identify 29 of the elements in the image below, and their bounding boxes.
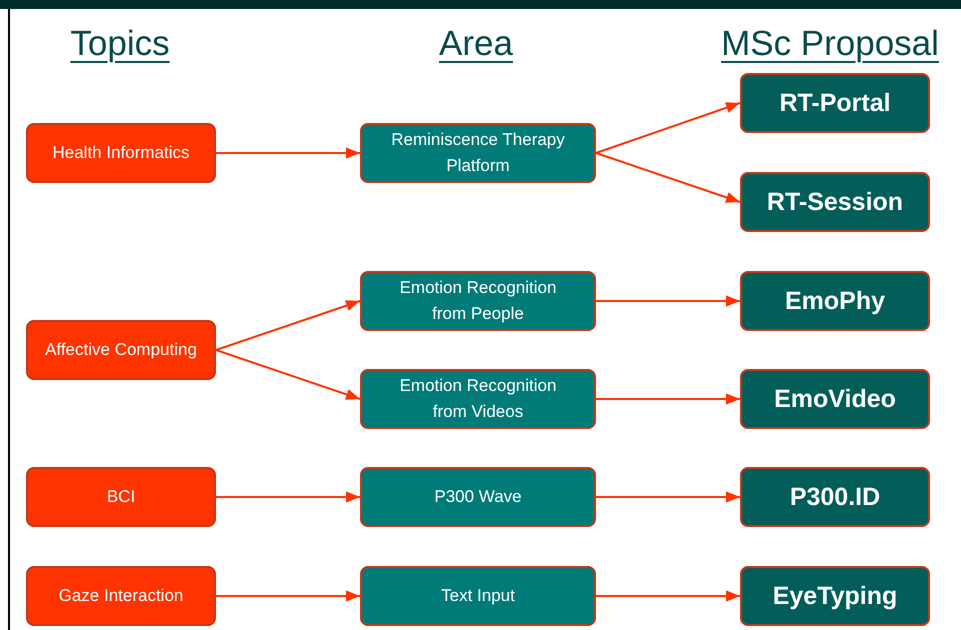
column-heading: MSc Proposal <box>721 23 939 65</box>
column-heading: Topics <box>70 23 170 65</box>
area-box: Emotion Recognition from People <box>360 271 596 331</box>
proposal-box: RT-Session <box>740 172 930 232</box>
topic-box: Affective Computing <box>26 320 216 380</box>
arrow <box>216 491 360 503</box>
area-box: Reminiscence Therapy Platform <box>360 123 596 183</box>
proposal-box: EyeTyping <box>740 566 930 626</box>
topic-box: Gaze Interaction <box>26 566 216 626</box>
arrow <box>216 590 360 602</box>
area-box: Text Input <box>360 566 596 626</box>
arrow <box>216 147 360 159</box>
area-box: Emotion Recognition from Videos <box>360 369 596 429</box>
arrow <box>596 393 740 405</box>
proposal-box: EmoVideo <box>740 369 930 429</box>
column-heading: Area <box>439 23 513 65</box>
area-box: P300 Wave <box>360 467 596 527</box>
arrow <box>596 152 740 203</box>
arrow <box>596 102 740 154</box>
proposal-box: EmoPhy <box>740 271 930 331</box>
arrow <box>596 295 740 307</box>
arrow <box>596 590 740 602</box>
topic-box: BCI <box>26 467 216 527</box>
arrow <box>596 491 740 503</box>
arrow <box>216 349 360 400</box>
proposal-box: RT-Portal <box>740 73 930 133</box>
proposal-box: P300.ID <box>740 467 930 527</box>
topic-box: Health Informatics <box>26 123 216 183</box>
arrow <box>216 300 360 351</box>
